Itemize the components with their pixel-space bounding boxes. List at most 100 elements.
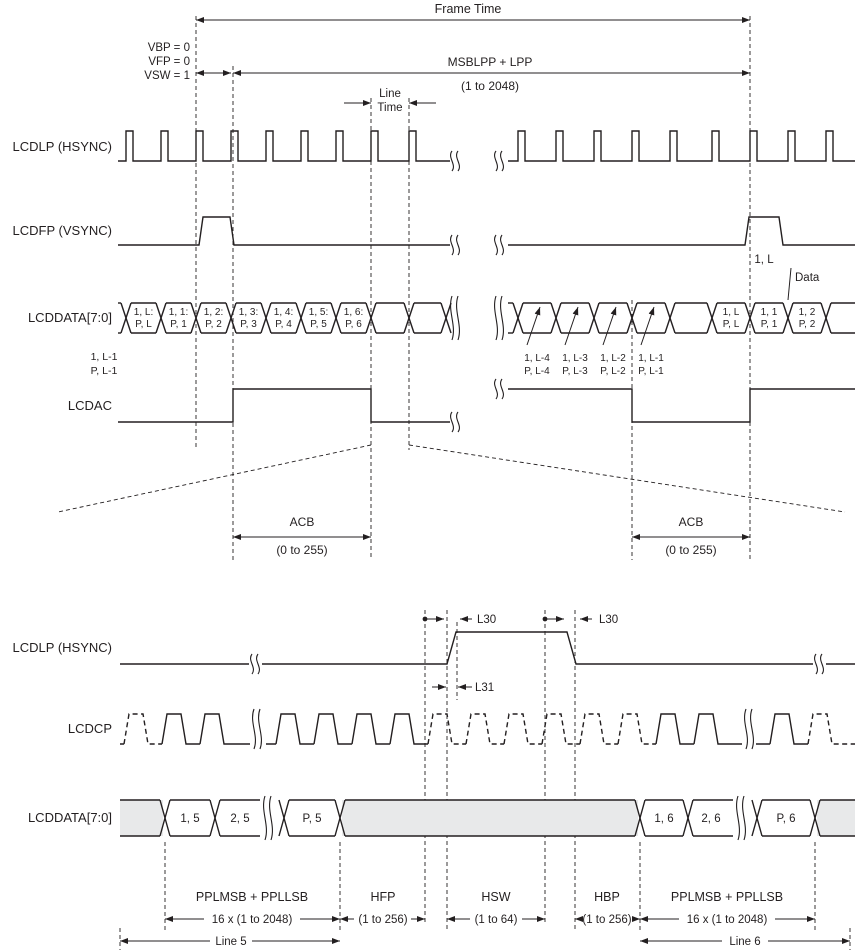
data-cell-label: 1, 1: (169, 307, 188, 318)
signal-label-lcddata-top: LCDDATA[7:0] (28, 310, 112, 325)
lcdcp-waveform-dashed (120, 713, 855, 745)
acb-range-2: (0 to 255) (665, 543, 716, 557)
cell-pointer-arrow (564, 306, 579, 346)
l31-label: L31 (475, 682, 494, 694)
bus-transition (365, 302, 377, 334)
break-mark (744, 708, 754, 750)
bus-transition (512, 302, 524, 334)
pointer-label: P, L-3 (562, 366, 588, 377)
msblpp-label: MSBLPP + LPP (448, 55, 533, 69)
measurement-range-ppl-left: 16 x (1 to 2048) (212, 914, 293, 926)
measurement-line5: Line 5 (215, 936, 246, 948)
measurement-line6: Line 6 (729, 936, 760, 948)
pointer-label: 1, L-3 (562, 353, 588, 364)
bus-transition (782, 302, 794, 334)
measurement-range-hfp: (1 to 256) (358, 914, 407, 926)
invalid-data-region (120, 800, 163, 836)
bus-transition (809, 799, 821, 837)
data-cell-label: P, 3 (240, 319, 257, 330)
data-cell-label: 1, L: (134, 307, 153, 318)
break-mark (450, 295, 460, 341)
bus-transition (159, 799, 171, 837)
pointer-label: 1, L-1 (638, 353, 664, 364)
bus-transition (155, 302, 167, 334)
break-mark (450, 411, 460, 433)
lcdcp-waveform (161, 713, 808, 745)
data-cell-label: P, L (135, 319, 152, 330)
bus-transition (634, 799, 646, 837)
bus-transition (664, 302, 676, 334)
pointer-label: 1, L-4 (524, 353, 550, 364)
pointer-label: P, L-2 (600, 366, 626, 377)
data-cell-label: 2, 5 (230, 813, 249, 825)
vbp-label: VBP = 0 (148, 42, 190, 54)
data-cell-label: P, 1 (761, 319, 778, 330)
pointer-label: 1, L-2 (600, 353, 626, 364)
frame-time-label: Frame Time (435, 2, 502, 16)
data-cell-label: 1, 4: (274, 307, 293, 318)
bus-transition (190, 302, 202, 334)
data-cell-label: P, 6 (345, 319, 362, 330)
bus-transition (260, 302, 272, 334)
bus-transition (626, 302, 638, 334)
data-word-annotation: Data (795, 272, 820, 284)
bus-transition (550, 302, 562, 334)
pointer-label: P, L-4 (524, 366, 550, 377)
lcdfp-vsync-waveform (118, 216, 450, 246)
bus-transition (225, 302, 237, 334)
signal-label-lcddata-bottom: LCDDATA[7:0] (28, 810, 112, 825)
edge-cell-label-line1: 1, L-1 (91, 351, 118, 363)
signal-label-lcdcp: LCDCP (68, 721, 112, 736)
cell-pointer-arrow (640, 306, 655, 346)
bus-transition (820, 302, 832, 334)
lcdac-waveform (508, 388, 855, 423)
data-cell-label: P, 1 (170, 319, 187, 330)
bus-transition (334, 799, 346, 837)
measurement-name-hbp: HBP (594, 890, 620, 904)
measurement-range-hbp: (1 to 256) (582, 914, 631, 926)
lcdac-waveform (118, 388, 450, 423)
data-cell-label: 1, 6 (654, 813, 673, 825)
measurement-name-hsw: HSW (481, 890, 510, 904)
data-cell-label: P, 2 (799, 319, 816, 330)
cell-pointer-arrow (526, 306, 541, 346)
data-cell-label: 2, 6 (701, 813, 720, 825)
l30-label-2: L30 (599, 614, 618, 626)
break-mark (494, 295, 504, 341)
data-cell-label: P, 5 (303, 813, 322, 825)
edge-cell-label-line2: P, L-1 (91, 365, 118, 377)
break-mark (263, 795, 273, 841)
data-cell-label: 1, 5 (180, 813, 199, 825)
data-annotation-line (787, 267, 792, 301)
break-mark (252, 708, 262, 750)
bus-transition (403, 302, 415, 334)
data-cell-label: P, 4 (275, 319, 292, 330)
acb-label-1: ACB (290, 515, 315, 529)
bus-transition (744, 302, 756, 334)
break-mark (250, 653, 260, 675)
invalid-data-region (342, 800, 638, 836)
vfp-label: VFP = 0 (148, 56, 190, 68)
measurement-name-ppl-left: PPLMSB + PPLLSB (196, 890, 308, 904)
data-cell-label: 1, 1 (761, 307, 778, 318)
break-mark (814, 653, 824, 675)
line-time-word-time: Time (377, 102, 402, 114)
measurement-range-hsw: (1 to 64) (475, 914, 518, 926)
signal-label-lcdac: LCDAC (68, 398, 112, 413)
data-cell-label: 1, 6: (344, 307, 363, 318)
data-cell-label: P, 5 (310, 319, 327, 330)
signal-label-lcdlp-hsync-bottom: LCDLP (HSYNC) (13, 640, 112, 655)
waveform-layer: 1, L:P, L1, 1:P, 11, 2:P, 21, 3:P, 31, 4… (57, 16, 855, 950)
vsw-label: VSW = 1 (144, 70, 190, 82)
break-mark (450, 150, 460, 172)
data-cell-label: 1, L (723, 307, 740, 318)
bus-transition (588, 302, 600, 334)
lcdlp-hsync-top-waveform (118, 130, 450, 162)
data-cell-label: 1, 5: (309, 307, 328, 318)
bus-transition (706, 302, 718, 334)
data-cell-label: 1, 3: (239, 307, 258, 318)
bus-transition (682, 799, 694, 837)
line-time-word-line: Line (379, 88, 401, 100)
lcdlp-hsync-top-waveform (508, 130, 855, 162)
break-mark (494, 378, 504, 400)
